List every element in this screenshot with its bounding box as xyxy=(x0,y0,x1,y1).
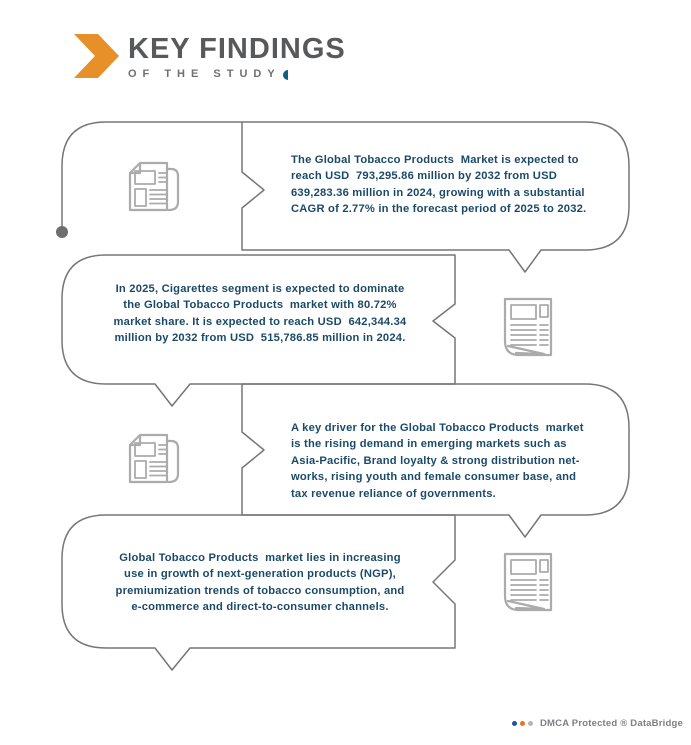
report-icon xyxy=(503,297,553,357)
footer-dot-orange xyxy=(520,721,525,726)
page-title: KEY FINDINGS xyxy=(128,33,346,65)
newspaper-icon xyxy=(128,433,180,484)
bubble-4-outline xyxy=(61,514,456,671)
newspaper-icon xyxy=(128,161,180,212)
finding-text-segment: In 2025, Cigarettes segment is expected … xyxy=(113,283,407,345)
dmca-protection-label: DMCA Protected ® DataBridge xyxy=(540,718,683,729)
connector-dot xyxy=(56,226,68,238)
footer-dot-gray xyxy=(528,721,533,726)
page-subtitle: OF THE STUDY xyxy=(128,68,281,80)
footer: DMCA Protected ® DataBridge xyxy=(512,718,683,729)
finding-text-trend: Global Tobacco Products market lies in i… xyxy=(115,552,405,614)
brand-chevron-icon xyxy=(74,34,119,78)
finding-text-driver: A key driver for the Global Tobacco Prod… xyxy=(291,422,584,500)
header: KEY FINDINGS OF THE STUDY xyxy=(74,33,346,80)
bubble-1-outline xyxy=(61,121,630,273)
report-icon xyxy=(503,552,553,612)
footer-dot-blue xyxy=(512,721,517,726)
subtitle-mark-icon xyxy=(282,69,288,80)
header-text: KEY FINDINGS OF THE STUDY xyxy=(128,33,346,80)
bubble-3-outline xyxy=(241,383,630,538)
finding-text-market-size: The Global Tobacco Products Market is ex… xyxy=(291,154,587,216)
